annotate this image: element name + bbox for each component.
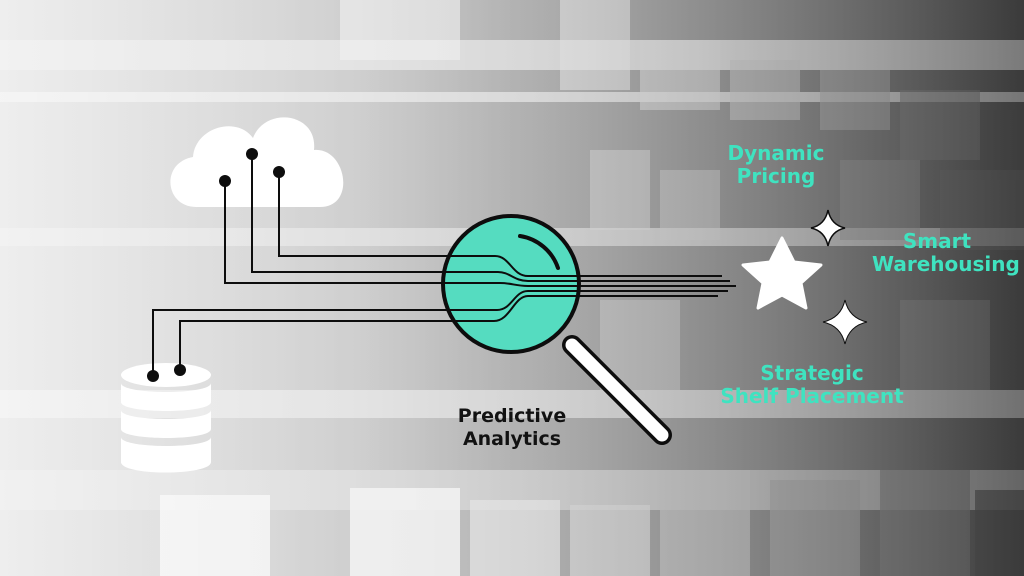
label-dynamic-pricing: Dynamic Pricing: [724, 142, 828, 188]
label-strategic-shelf-placement-line-1: Strategic: [760, 361, 864, 385]
sparkle-icon: [810, 209, 868, 345]
label-strategic-shelf-placement: Strategic Shelf Placement: [716, 362, 908, 408]
label-smart-warehousing: Smart Warehousing: [872, 229, 1020, 276]
magnifying-glass-icon: [441, 214, 672, 445]
database-icon: [121, 363, 211, 473]
label-smart-warehousing-line-2: Warehousing: [872, 252, 1020, 276]
database-connector-lines: [152, 309, 445, 376]
label-predictive-analytics-line-2: Analytics: [462, 428, 562, 450]
analysis-lines: [445, 255, 736, 322]
cloud-connector-lines: [224, 154, 445, 284]
label-strategic-shelf-placement-line-2: Shelf Placement: [720, 384, 904, 408]
label-predictive-analytics: Predictive Analytics: [448, 405, 576, 451]
label-dynamic-pricing-line-2: Pricing: [736, 164, 816, 188]
connector-dots: [147, 148, 285, 382]
label-predictive-analytics-line-1: Predictive: [457, 405, 567, 427]
label-dynamic-pricing-line-1: Dynamic: [727, 141, 825, 165]
label-smart-warehousing-line-1: Smart: [902, 229, 972, 253]
cloud-icon: [170, 117, 344, 207]
large-star-icon: [741, 236, 823, 310]
